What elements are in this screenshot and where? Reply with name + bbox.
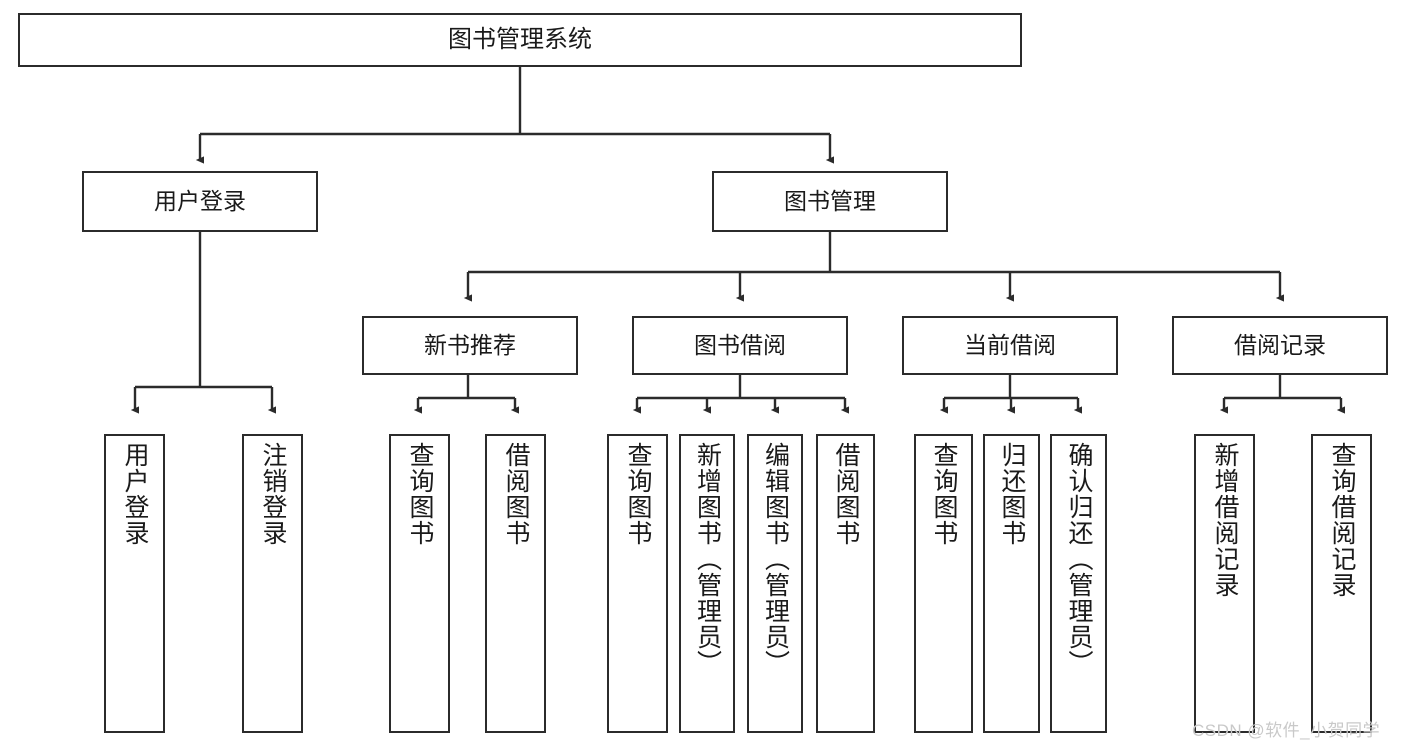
node-label: 图书管理: [784, 187, 876, 214]
node-label: 当前借阅: [964, 331, 1056, 358]
node-new-book-recommend[interactable]: 新书推荐: [362, 316, 578, 375]
node-label: 查询图书: [930, 442, 958, 546]
node-current-borrow[interactable]: 当前借阅: [902, 316, 1118, 375]
leaf-query-borrow-record[interactable]: 查询借阅记录: [1311, 434, 1372, 733]
node-label: 查询图书: [624, 442, 652, 546]
node-label: 用户登录: [154, 187, 246, 214]
leaf-user-login[interactable]: 用户登录: [104, 434, 165, 733]
leaf-query-books-borrow[interactable]: 查询图书: [607, 434, 668, 733]
node-label: 查询借阅记录: [1328, 442, 1356, 598]
node-label: 编辑图书（管理员）: [761, 442, 790, 676]
csdn-watermark: CSDN @软件_小贺同学: [1192, 721, 1381, 740]
node-label: 图书管理系统: [448, 25, 592, 53]
node-borrow-records[interactable]: 借阅记录: [1172, 316, 1388, 375]
node-label: 借阅记录: [1234, 331, 1326, 358]
node-root-library-system[interactable]: 图书管理系统: [18, 13, 1022, 67]
node-label: 新增借阅记录: [1211, 442, 1239, 598]
node-label: 图书借阅: [694, 331, 786, 358]
node-label: 新书推荐: [424, 331, 516, 358]
leaf-borrow-books-recommend[interactable]: 借阅图书: [485, 434, 546, 733]
node-label: 用户登录: [121, 442, 149, 546]
leaf-add-borrow-record[interactable]: 新增借阅记录: [1194, 434, 1255, 733]
node-label: 注销登录: [259, 442, 287, 546]
leaf-query-books-recommend[interactable]: 查询图书: [389, 434, 450, 733]
leaf-query-books-current[interactable]: 查询图书: [914, 434, 973, 733]
leaf-return-books[interactable]: 归还图书: [983, 434, 1040, 733]
node-label: 查询图书: [406, 442, 434, 546]
leaf-borrow-books[interactable]: 借阅图书: [816, 434, 875, 733]
node-label: 归还图书: [998, 442, 1026, 546]
leaf-logout[interactable]: 注销登录: [242, 434, 303, 733]
node-label: 新增图书（管理员）: [693, 442, 722, 676]
node-user-login[interactable]: 用户登录: [82, 171, 318, 232]
node-book-borrow[interactable]: 图书借阅: [632, 316, 848, 375]
leaf-confirm-return-admin[interactable]: 确认归还（管理员）: [1050, 434, 1107, 733]
node-label: 借阅图书: [502, 442, 530, 546]
node-label: 借阅图书: [832, 442, 860, 546]
leaf-edit-book-admin[interactable]: 编辑图书（管理员）: [747, 434, 803, 733]
node-label: 确认归还（管理员）: [1065, 442, 1093, 676]
leaf-add-book-admin[interactable]: 新增图书（管理员）: [679, 434, 735, 733]
node-book-management[interactable]: 图书管理: [712, 171, 948, 232]
